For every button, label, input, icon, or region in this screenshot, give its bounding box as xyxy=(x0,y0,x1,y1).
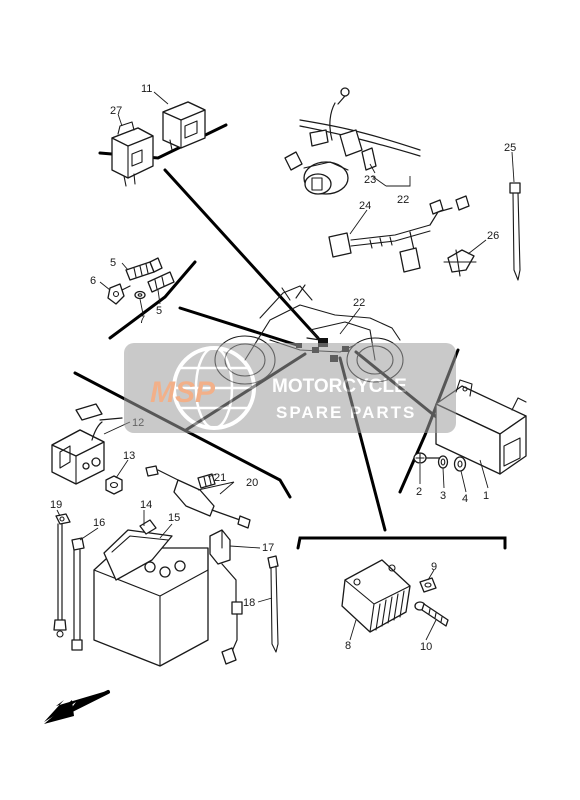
leader-7 xyxy=(139,298,144,315)
callout-26: 26 xyxy=(487,230,499,242)
leader-25 xyxy=(511,151,515,183)
part-17-sensor xyxy=(209,529,243,665)
part-16-battery-cable xyxy=(71,537,85,651)
leader-3 xyxy=(442,467,445,489)
callout-15: 15 xyxy=(168,512,180,524)
leader-8 xyxy=(349,619,357,641)
callout-19: 19 xyxy=(50,499,62,511)
leader-6 xyxy=(99,281,111,291)
callout-5-top: 5 xyxy=(110,257,116,269)
group-bracket-connectors xyxy=(108,260,197,340)
part-11-relay xyxy=(162,101,206,151)
callout-5-bottom: 5 xyxy=(156,305,162,317)
watermark: MSP MOTORCYCLE SPARE PARTS xyxy=(124,343,456,433)
callout-22-top: 22 xyxy=(397,194,409,206)
watermark-logo: MSP xyxy=(150,376,216,409)
leader-21 xyxy=(207,473,217,478)
callout-27: 27 xyxy=(110,105,122,117)
part-18-cable-tie xyxy=(267,555,279,653)
part-25-cable-tie xyxy=(509,182,521,281)
leader-24 xyxy=(349,209,368,235)
leader-4 xyxy=(460,470,467,493)
part-7-washer xyxy=(134,290,146,300)
part-4-grommet xyxy=(453,456,467,472)
callout-20: 20 xyxy=(246,477,258,489)
callout-21: 21 xyxy=(214,472,226,484)
callout-4: 4 xyxy=(462,493,468,505)
watermark-band xyxy=(124,343,456,433)
leader-23 xyxy=(369,163,376,174)
callout-9: 9 xyxy=(431,561,437,573)
part-8-rectifier-regulator xyxy=(341,559,411,633)
part-10-bolt xyxy=(414,601,449,627)
leader-17 xyxy=(229,545,261,549)
leader-connectors xyxy=(178,306,302,348)
leader-16 xyxy=(79,527,99,541)
part-26-clamp xyxy=(443,249,477,277)
part-2-bolt xyxy=(413,452,441,464)
part-20-fuse-holder xyxy=(145,465,251,529)
leader-22-top xyxy=(371,175,411,187)
part-27-relay xyxy=(111,121,154,187)
callout-14: 14 xyxy=(140,499,152,511)
part-5-connector-lower xyxy=(147,271,175,293)
callout-25: 25 xyxy=(504,142,516,154)
part-15-battery-band xyxy=(103,519,173,581)
part-3-collar xyxy=(437,455,449,469)
part-24-sub-harness xyxy=(328,195,470,273)
watermark-line1: MOTORCYCLE xyxy=(272,376,407,397)
callout-2: 2 xyxy=(416,486,422,498)
part-9-bolt xyxy=(419,577,437,593)
leader-22-mid xyxy=(339,307,361,335)
leader-20 xyxy=(197,481,235,495)
part-22-23-harness xyxy=(284,87,421,195)
leader-15 xyxy=(159,523,173,539)
leader-5-bot xyxy=(157,289,161,305)
leader-27 xyxy=(117,113,123,127)
part-5-connector-upper xyxy=(125,257,163,281)
leader-11 xyxy=(153,91,169,105)
leader-26 xyxy=(467,239,487,255)
callout-17: 17 xyxy=(262,542,274,554)
leader-19 xyxy=(56,509,61,517)
callout-10: 10 xyxy=(420,641,432,653)
callout-7: 7 xyxy=(139,314,145,326)
leader-18 xyxy=(257,597,273,603)
callout-24: 24 xyxy=(359,200,371,212)
front-direction-arrow xyxy=(44,690,110,724)
part-19-battery-cable xyxy=(53,513,71,638)
part-12-starter-relay xyxy=(51,403,123,485)
part-6-terminal xyxy=(107,283,131,305)
callout-3: 3 xyxy=(440,490,446,502)
leader-5-top xyxy=(121,262,129,271)
group-bracket-rectifier xyxy=(296,536,507,550)
leader-10 xyxy=(425,619,437,641)
leader-relays xyxy=(163,168,320,340)
callout-16: 16 xyxy=(93,517,105,529)
callout-13: 13 xyxy=(123,450,135,462)
callout-6: 6 xyxy=(90,275,96,287)
part-21-fuse xyxy=(197,473,216,489)
leader-1 xyxy=(479,459,489,489)
callout-8: 8 xyxy=(345,640,351,652)
callout-22-mid: 22 xyxy=(353,297,365,309)
callout-18: 18 xyxy=(243,597,255,609)
callout-1: 1 xyxy=(483,490,489,502)
leader-9 xyxy=(427,569,435,581)
watermark-line2: SPARE PARTS xyxy=(276,403,416,422)
leader-13 xyxy=(115,459,129,479)
part-13-nut xyxy=(105,475,123,495)
callout-11: 11 xyxy=(141,83,152,95)
callout-23: 23 xyxy=(364,174,376,186)
